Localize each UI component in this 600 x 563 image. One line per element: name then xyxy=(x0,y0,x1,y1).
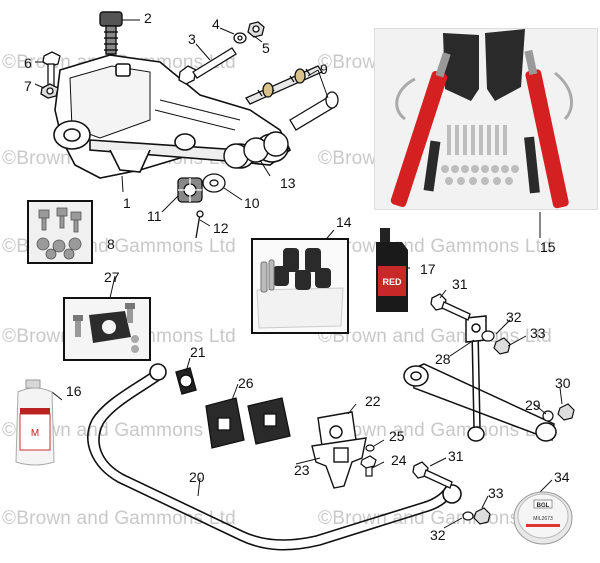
link-washer xyxy=(481,330,495,342)
shock-absorber-kit-photo xyxy=(374,28,598,210)
callout-3: 3 xyxy=(188,31,196,47)
callout-12: 12 xyxy=(213,220,229,236)
callout-21: 21 xyxy=(190,344,206,360)
washer xyxy=(233,32,247,44)
watermark: ©Brown and Gammons Ltd xyxy=(318,420,552,441)
callout-23: 23 xyxy=(294,462,310,478)
bush-washer xyxy=(202,173,226,193)
bolt-kit-box xyxy=(27,200,93,264)
callout-6: 6 xyxy=(24,55,32,71)
oil-bottle-image: M xyxy=(15,379,55,466)
bottle-16-brand: M xyxy=(31,428,39,439)
callout-16: 16 xyxy=(66,383,82,399)
oil-bottle-16: M xyxy=(12,378,58,468)
callout-11: 11 xyxy=(147,208,162,224)
rubber-mounts xyxy=(205,397,291,449)
small-bolt xyxy=(360,455,377,477)
callout-2: 2 xyxy=(144,10,152,26)
callout-7: 7 xyxy=(24,78,32,94)
arm-nut xyxy=(557,403,575,421)
link-nut xyxy=(493,337,511,355)
callout-22: 22 xyxy=(365,393,381,409)
callout-26: 26 xyxy=(238,375,254,391)
watermark: ©Brown and Gammons Ltd xyxy=(2,420,236,441)
watermark: ©Brown and Gammons Ltd xyxy=(2,508,236,529)
shock-absorber-kit-image xyxy=(375,29,597,209)
callout-33-lower: 33 xyxy=(488,485,504,501)
oil-bottle-17: RED xyxy=(372,226,414,314)
callout-1: 1 xyxy=(123,195,131,211)
bolt xyxy=(178,47,237,85)
callout-9: 9 xyxy=(320,61,328,77)
callout-10: 10 xyxy=(244,195,260,211)
mounting-bolt xyxy=(42,51,61,87)
bolt-kit-image xyxy=(29,202,91,262)
callout-17: 17 xyxy=(420,261,436,277)
callout-30: 30 xyxy=(555,375,571,391)
callout-20: 20 xyxy=(189,469,205,485)
callout-15: 15 xyxy=(540,239,556,255)
mounting-bushes xyxy=(223,131,289,169)
callout-8: 8 xyxy=(107,236,115,252)
bush-kit-image xyxy=(253,240,347,332)
callout-13: 13 xyxy=(280,175,296,191)
bottle-17-brand: RED xyxy=(382,277,402,287)
link-bolt xyxy=(430,293,471,321)
callout-27: 27 xyxy=(104,269,120,285)
grease-tin-34: BGL MIL2673 xyxy=(512,486,574,546)
callout-28: 28 xyxy=(435,351,451,367)
callout-34: 34 xyxy=(554,469,570,485)
roll-bar-bracket xyxy=(311,411,367,489)
anti-roll-bar xyxy=(87,363,462,551)
callout-31-lower: 31 xyxy=(448,448,464,464)
callout-31-upper: 31 xyxy=(452,276,468,292)
lower-nut xyxy=(473,507,491,525)
grease-tin-image: BGL MIL2673 xyxy=(513,491,573,545)
castellated-nut xyxy=(177,177,203,203)
lower-washer xyxy=(462,511,474,521)
tin-label: MIL2673 xyxy=(533,516,553,522)
callout-32-lower: 32 xyxy=(430,527,446,543)
split-pin xyxy=(195,210,204,239)
nut xyxy=(247,21,265,38)
roll-bar-bush xyxy=(175,367,197,395)
fluid-bottle-image: RED xyxy=(376,228,408,312)
callout-25: 25 xyxy=(389,428,405,444)
lever-arm xyxy=(403,315,557,442)
callout-14: 14 xyxy=(336,214,352,230)
callout-32-upper: 32 xyxy=(506,309,522,325)
mounting-nut xyxy=(40,83,59,99)
bracket-kit-box xyxy=(63,297,151,361)
tin-brand: BGL xyxy=(537,503,550,509)
callout-4: 4 xyxy=(212,16,220,32)
callout-29: 29 xyxy=(525,397,541,413)
breather xyxy=(99,11,123,55)
rear-studs xyxy=(245,65,339,131)
lower-bolt xyxy=(412,461,453,489)
leader-lines xyxy=(34,19,563,529)
small-washer xyxy=(365,444,375,452)
callout-33-upper: 33 xyxy=(530,325,546,341)
watermark: ©Brown and Gammons Ltd xyxy=(318,326,552,347)
watermark: ©Brown and Gammons Ltd xyxy=(318,508,552,529)
bracket-kit-image xyxy=(65,299,149,359)
bush-kit-box xyxy=(251,238,349,334)
callout-24: 24 xyxy=(391,452,407,468)
callout-5: 5 xyxy=(262,40,270,56)
